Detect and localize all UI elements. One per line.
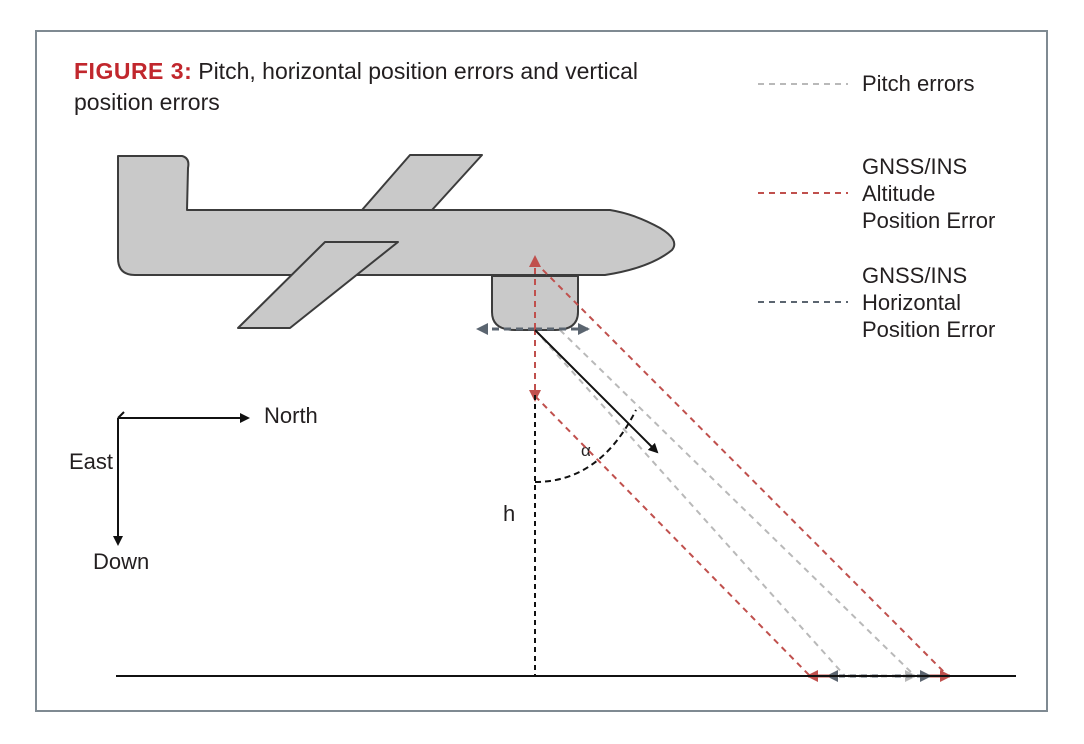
legend-altitude-label: GNSS/INS Altitude Position Error: [862, 154, 996, 233]
altitude-error-lines: [534, 261, 949, 677]
aircraft-lower-wing: [237, 241, 399, 329]
axis-north-label: North: [264, 403, 318, 428]
figure-label: FIGURE 3:: [74, 58, 193, 84]
legend-horizontal-label: GNSS/INS Horizontal Position Error: [862, 263, 996, 342]
aircraft-upper-wing: [361, 154, 483, 211]
angle-arc: [534, 409, 637, 483]
legend-pitch-label: Pitch errors: [862, 71, 975, 96]
aircraft: [117, 154, 676, 331]
figure-frame: [35, 30, 1048, 712]
height-symbol: h: [503, 501, 516, 526]
aircraft-fuselage: [117, 155, 676, 276]
figure-caption: Pitch, horizontal position errors and ve…: [74, 58, 638, 115]
axis-down-label: Down: [93, 549, 150, 574]
axis-east-label: East: [69, 449, 114, 474]
line-of-sight-vector: [534, 329, 659, 454]
alpha-symbol: α: [581, 441, 591, 460]
east-axis-stub: [117, 411, 125, 419]
figure-title: FIGURE 3:Pitch, horizontal position erro…: [74, 56, 694, 118]
pitch-error-lines: [534, 329, 916, 677]
